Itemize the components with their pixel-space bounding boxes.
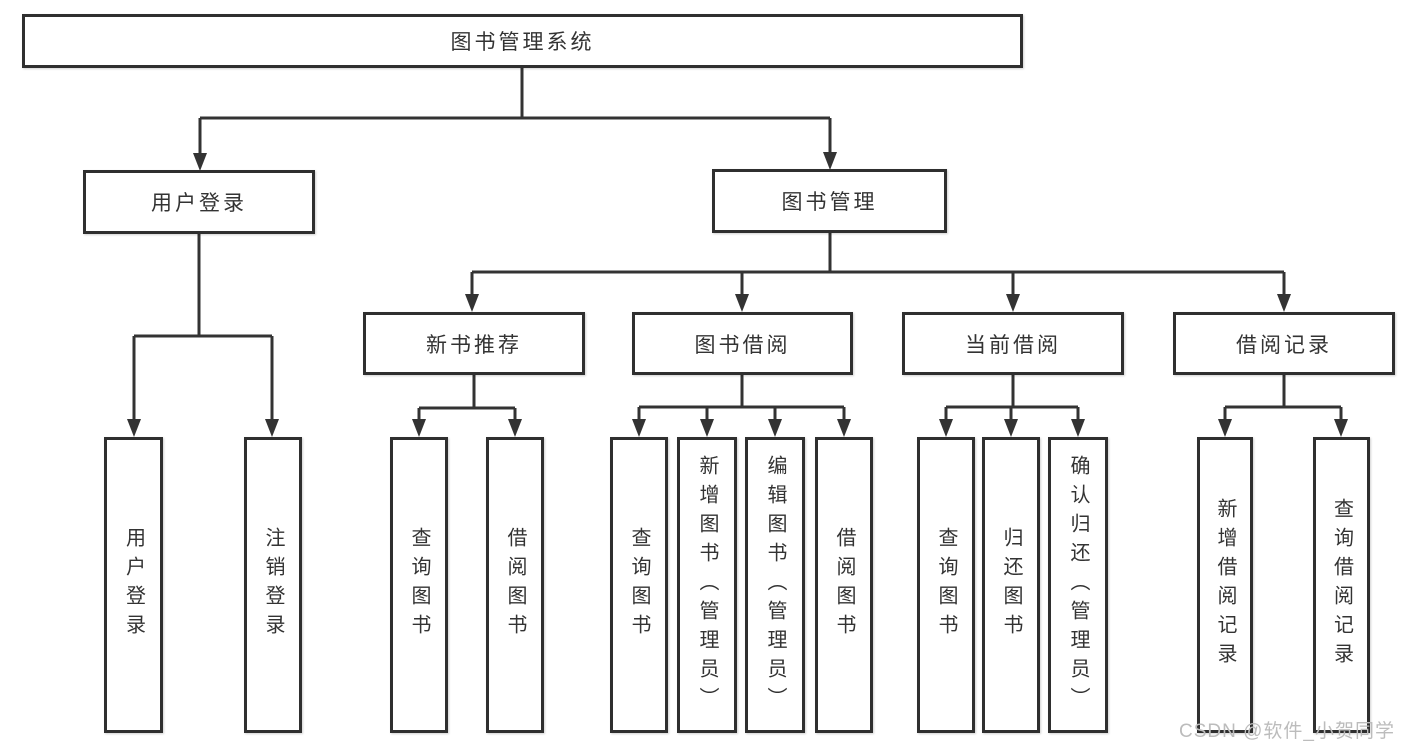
connector-current-borrow-children	[944, 375, 1080, 419]
node-leaf-bb-query-books: 查询图书	[610, 437, 668, 733]
node-leaf-rec-query-books-label: 查询图书	[408, 527, 430, 643]
node-leaf-br-query-record: 查询借阅记录	[1313, 437, 1370, 733]
node-leaf-rec-borrow-books-label: 借阅图书	[504, 527, 526, 643]
node-current-borrow-label: 当前借阅	[965, 333, 1061, 357]
connector-book-mgmt-children	[470, 233, 1286, 294]
connector-user-login-children	[132, 234, 274, 419]
node-leaf-logout: 注销登录	[244, 437, 302, 733]
connector-root-to-level2	[198, 68, 832, 154]
connector-book-borrow-children	[637, 375, 846, 419]
node-leaf-cb-query-books: 查询图书	[917, 437, 975, 733]
node-root-library-system: 图书管理系统	[22, 14, 1023, 68]
node-book-borrow-label: 图书借阅	[694, 333, 791, 357]
node-leaf-bb-query-books-label: 查询图书	[628, 527, 650, 643]
node-user-login: 用户登录	[83, 170, 315, 234]
node-leaf-bb-add-books-admin-label: 新增图书（管理员）	[696, 454, 718, 716]
node-leaf-bb-add-books-admin: 新增图书（管理员）	[677, 437, 737, 733]
node-leaf-br-add-record: 新增借阅记录	[1197, 437, 1253, 733]
node-new-book-recommend-label: 新书推荐	[426, 333, 522, 357]
node-leaf-br-add-record-label: 新增借阅记录	[1214, 498, 1236, 672]
node-leaf-cb-query-books-label: 查询图书	[935, 527, 957, 643]
csdn-watermark: CSDN @软件_小贺同学	[1179, 721, 1395, 742]
node-new-book-recommend: 新书推荐	[363, 312, 585, 375]
node-leaf-cb-confirm-return-admin: 确认归还（管理员）	[1048, 437, 1108, 733]
node-user-login-label: 用户登录	[151, 192, 247, 215]
node-current-borrow: 当前借阅	[902, 312, 1124, 375]
node-book-management-label: 图书管理	[781, 191, 878, 214]
node-borrow-records-label: 借阅记录	[1236, 333, 1332, 357]
node-book-management: 图书管理	[712, 169, 947, 233]
node-leaf-br-query-record-label: 查询借阅记录	[1330, 498, 1353, 672]
node-borrow-records: 借阅记录	[1173, 312, 1395, 375]
node-leaf-rec-query-books: 查询图书	[390, 437, 448, 733]
node-leaf-cb-return-books: 归还图书	[982, 437, 1040, 733]
node-leaf-user-login-label: 用户登录	[122, 527, 145, 643]
node-leaf-bb-edit-books-admin-label: 编辑图书（管理员）	[764, 454, 786, 716]
node-leaf-user-login-action: 用户登录	[104, 437, 163, 733]
node-root-label: 图书管理系统	[450, 31, 595, 54]
node-leaf-bb-edit-books-admin: 编辑图书（管理员）	[745, 437, 805, 733]
node-leaf-cb-confirm-return-admin-label: 确认归还（管理员）	[1067, 454, 1089, 716]
node-book-borrow: 图书借阅	[632, 312, 853, 375]
node-leaf-bb-borrow-books: 借阅图书	[815, 437, 873, 733]
node-leaf-rec-borrow-books: 借阅图书	[486, 437, 544, 733]
connector-new-book-children	[417, 375, 517, 419]
node-leaf-logout-label: 注销登录	[262, 527, 284, 643]
node-leaf-cb-return-books-label: 归还图书	[1000, 527, 1022, 643]
connector-borrow-records-children	[1223, 375, 1343, 419]
node-leaf-bb-borrow-books-label: 借阅图书	[833, 527, 855, 643]
